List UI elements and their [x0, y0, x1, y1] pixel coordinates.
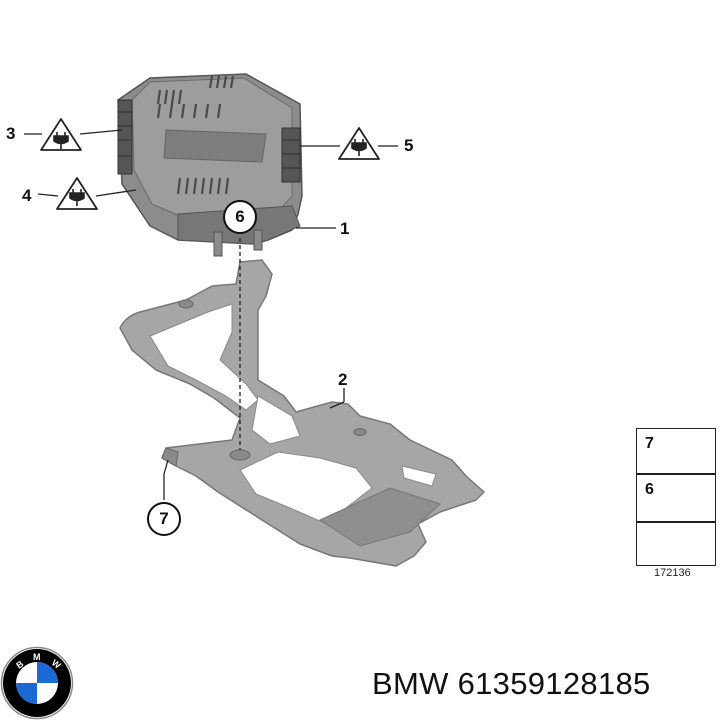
- callout-5: 5: [404, 136, 414, 155]
- legend-item-nut-6: 6: [636, 474, 716, 522]
- bracket-part: [119, 259, 485, 567]
- legend-item-arrow: [636, 522, 716, 566]
- bmw-logo: B M W: [0, 646, 74, 720]
- callout-2: 2: [338, 370, 348, 389]
- part-number-caption: BMW 61359128185: [372, 666, 651, 701]
- callout-3: 3: [6, 124, 16, 143]
- svg-text:B: B: [14, 658, 26, 670]
- callout-1: 1: [340, 219, 350, 238]
- callout-7: 7: [147, 502, 181, 536]
- legend-number: 6: [645, 481, 654, 498]
- control-unit-part: [117, 73, 303, 257]
- legend-item-nut-7: 7: [636, 428, 716, 474]
- legend-number: 7: [645, 435, 654, 452]
- svg-text:M: M: [33, 652, 41, 662]
- callout-6: 6: [223, 200, 257, 234]
- connector-warning-icon: [40, 118, 82, 151]
- diagram-code: 172136: [654, 567, 691, 579]
- callout-4: 4: [22, 186, 32, 205]
- connector-warning-icon: [56, 177, 98, 210]
- connector-warning-icon: [338, 127, 380, 160]
